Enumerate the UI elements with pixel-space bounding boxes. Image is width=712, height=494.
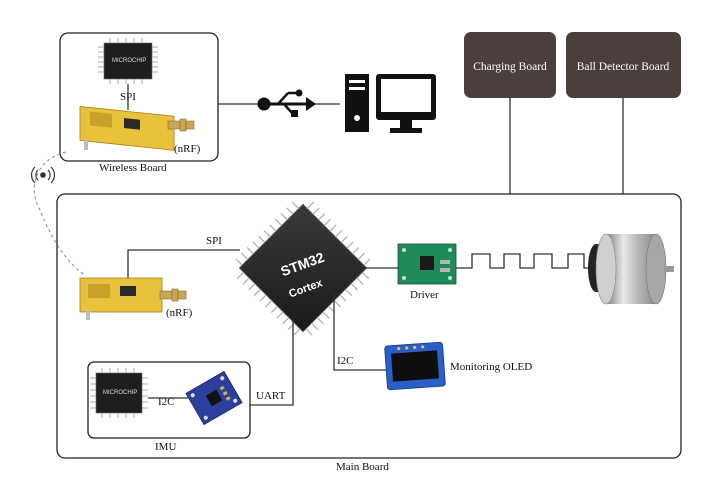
nrf-label-main: (nRF) <box>166 307 193 319</box>
nrf-module-top <box>79 105 195 151</box>
usb-icon <box>257 89 316 117</box>
imu-sensor-board <box>185 370 243 426</box>
charging-board-box <box>464 32 556 98</box>
uart-label: UART <box>256 390 286 402</box>
nrf-module-main <box>79 277 187 320</box>
uart-line <box>250 320 294 406</box>
ball-detector-board-label: Ball Detector Board <box>577 61 670 73</box>
i2c-oled-label: I2C <box>337 355 354 367</box>
monitoring-oled-label: Monitoring OLED <box>450 361 532 373</box>
spi-line-main <box>127 249 240 278</box>
main-board-label: Main Board <box>336 461 389 473</box>
oled-module <box>384 341 446 391</box>
motor-icon <box>588 233 674 305</box>
wireless-board-frame <box>59 32 219 162</box>
main-board-frame <box>56 193 682 459</box>
i2c-imu-label: I2C <box>158 396 175 408</box>
imu-frame <box>87 361 251 439</box>
pwm-waveform <box>456 253 596 269</box>
i2c-oled-line <box>333 294 388 371</box>
wireless-signal-icon <box>31 166 55 184</box>
microchip-brand-imu: MICROCHIP <box>103 390 137 396</box>
microchip-brand-top: MICROCHIP <box>112 58 146 64</box>
driver-label: Driver <box>410 289 439 301</box>
wireless-board-label: Wireless Board <box>99 162 167 174</box>
wireless-dashed-link <box>33 151 87 277</box>
stm32-mcu <box>235 201 371 336</box>
computer-icon <box>345 74 436 133</box>
nrf-label-top: (nRF) <box>174 143 201 155</box>
microchip-mcu-imu: MICROCHIP <box>90 368 148 418</box>
imu-label: IMU <box>155 441 176 453</box>
microchip-mcu-top: MICROCHIP <box>98 38 158 84</box>
spi-label-top: SPI <box>120 91 136 103</box>
ball-detector-board-box <box>566 32 681 98</box>
spi-label-main: SPI <box>206 235 222 247</box>
charging-board-label: Charging Board <box>473 61 547 73</box>
driver-board <box>397 243 457 285</box>
